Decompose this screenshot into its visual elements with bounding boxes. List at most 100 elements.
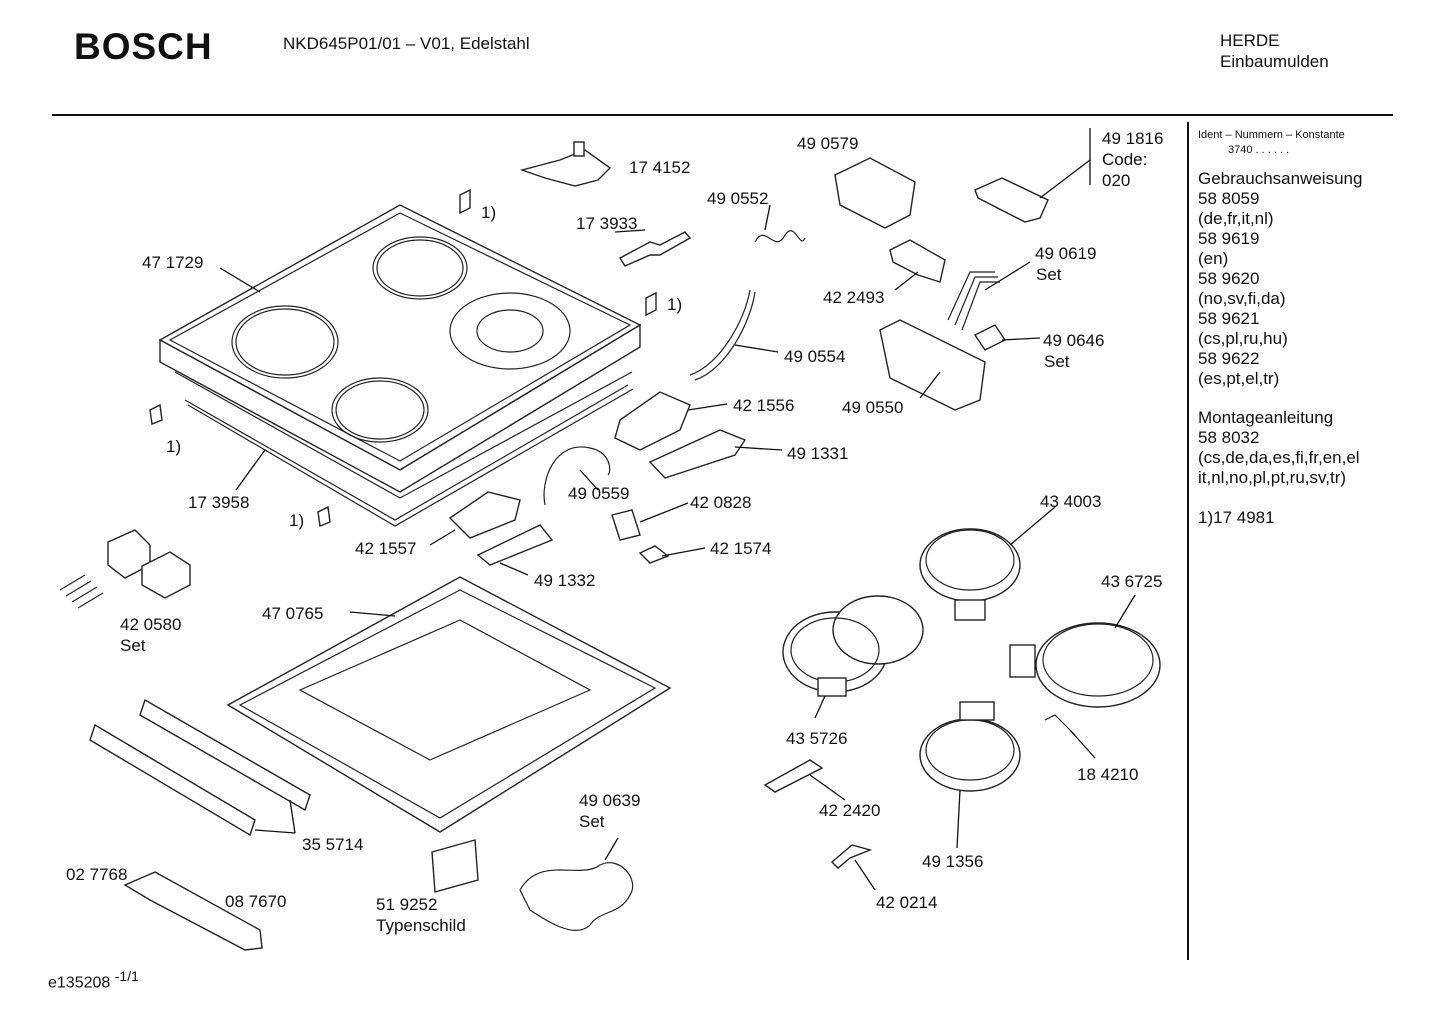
label-490552: 49 0552	[707, 189, 769, 208]
label-set-490646: Set	[1044, 352, 1070, 371]
label-491331: 49 1331	[787, 444, 849, 463]
label-027768: 02 7768	[66, 865, 128, 884]
wires-490619	[947, 271, 1000, 331]
wiring-set-490639	[519, 862, 634, 931]
bracket-part	[519, 149, 612, 187]
label-420828: 42 0828	[690, 493, 752, 512]
clip-4	[317, 505, 331, 527]
usage-doc-langs: (de,fr,it,nl)	[1198, 209, 1274, 228]
clip-2	[645, 291, 657, 317]
label-087670: 08 7670	[225, 892, 287, 911]
usage-doc-langs: (es,pt,el,tr)	[1198, 369, 1280, 388]
label-code: Code:	[1102, 150, 1148, 169]
bottom-tray-470765	[226, 576, 672, 833]
clip-1	[459, 188, 471, 215]
sidebar-divider	[1187, 122, 1189, 960]
usage-title: Gebrauchsanweisung	[1198, 169, 1363, 188]
part-184210	[1044, 714, 1076, 736]
mount-number: 58 8032	[1198, 428, 1260, 447]
label-code-value: 020	[1102, 171, 1131, 190]
label-184210: 18 4210	[1077, 765, 1139, 784]
relay-421556	[614, 391, 691, 451]
clip-3	[149, 403, 163, 425]
page-number: -1/1	[114, 968, 139, 984]
label-490550: 49 0550	[842, 398, 904, 417]
board-491332	[476, 524, 554, 566]
label-471729: 47 1729	[142, 253, 204, 272]
label-491816: 49 1816	[1102, 129, 1164, 148]
label-519252: 51 9252	[376, 895, 438, 914]
type-plate	[431, 839, 479, 893]
doc-id: e135208	[48, 974, 111, 992]
category-line-2: Einbaumulden	[1220, 52, 1329, 71]
housing-490550	[879, 319, 986, 411]
footnote-ref-3: 1)	[166, 437, 182, 456]
label-490646: 49 0646	[1043, 331, 1105, 350]
usage-doc-number: 58 9621	[1198, 309, 1260, 328]
cable-490552	[754, 230, 806, 243]
cable-490559	[543, 446, 611, 506]
label-491356: 49 1356	[922, 852, 984, 871]
module-490579	[834, 157, 916, 229]
heating-element-434003	[919, 528, 1021, 621]
rail-1	[139, 698, 311, 812]
part-420214	[830, 844, 873, 869]
heating-element-435726	[782, 595, 924, 697]
header-divider	[52, 114, 1393, 116]
ceramic-hob-top	[158, 204, 642, 499]
holder-422493	[889, 239, 946, 283]
footnote-ref-1: 1)	[481, 203, 497, 222]
ident-value: 3740 . . . . . .	[1228, 144, 1290, 156]
label-355714: 35 5714	[302, 835, 364, 854]
label-174152: 17 4152	[629, 158, 691, 177]
label-173958: 17 3958	[188, 493, 250, 512]
label-490559: 49 0559	[568, 484, 630, 503]
label-491332: 49 1332	[534, 571, 596, 590]
model-title: NKD645P01/01 – V01, Edelstahl	[283, 34, 530, 53]
ident-title: Ident – Nummern – Konstante	[1198, 129, 1345, 141]
part-420828	[611, 509, 641, 541]
mount-langs-2: it,nl,no,pl,pt,ru,sv,tr)	[1198, 468, 1347, 487]
usage-doc-number: 58 8059	[1198, 189, 1260, 208]
usage-doc-number: 58 9619	[1198, 229, 1260, 248]
label-421556: 42 1556	[733, 396, 795, 415]
bosch-logo: BOSCH	[74, 26, 213, 67]
label-490579: 49 0579	[797, 134, 859, 153]
label-420580: 42 0580	[120, 615, 182, 634]
label-422420: 42 2420	[819, 801, 881, 820]
usage-doc-number: 58 9622	[1198, 349, 1260, 368]
label-421557: 42 1557	[355, 539, 417, 558]
label-set-490639: Set	[579, 812, 605, 831]
footnote-ref-4: 1)	[289, 511, 305, 530]
leader-lines	[219, 128, 1136, 891]
heating-element-436725	[1009, 622, 1161, 708]
terminal-set-420580	[59, 529, 191, 609]
usage-doc-number: 58 9620	[1198, 269, 1260, 288]
label-435726: 43 5726	[786, 729, 848, 748]
footnote-ref-2: 1)	[667, 295, 683, 314]
document-id: e135208 -1/1	[48, 968, 139, 992]
relay-421557	[448, 491, 521, 539]
label-490639: 49 0639	[579, 791, 641, 810]
footnote-text: 1)17 4981	[1198, 508, 1275, 527]
category-line-1: HERDE	[1220, 31, 1280, 50]
rail-2	[89, 723, 256, 837]
label-typenschild: Typenschild	[376, 916, 466, 935]
label-490619: 49 0619	[1035, 244, 1097, 263]
part-421574	[638, 545, 670, 564]
sensor-part	[619, 231, 692, 267]
cable-490554	[689, 289, 756, 381]
connector-490646	[973, 324, 1007, 351]
usage-doc-langs: (no,sv,fi,da)	[1198, 289, 1286, 308]
label-set-490619: Set	[1036, 265, 1062, 284]
board-491816	[974, 177, 1049, 223]
usage-doc-langs: (en)	[1198, 249, 1229, 268]
part-422420	[763, 759, 824, 793]
category-block: HERDE Einbaumulden	[1220, 30, 1329, 72]
tool-part	[123, 871, 263, 951]
label-421574: 42 1574	[710, 539, 772, 558]
mount-section: Montageanleitung 58 8032 (cs,de,da,es,fi…	[1198, 408, 1360, 488]
label-set-420580: Set	[120, 636, 146, 655]
label-436725: 43 6725	[1101, 572, 1163, 591]
